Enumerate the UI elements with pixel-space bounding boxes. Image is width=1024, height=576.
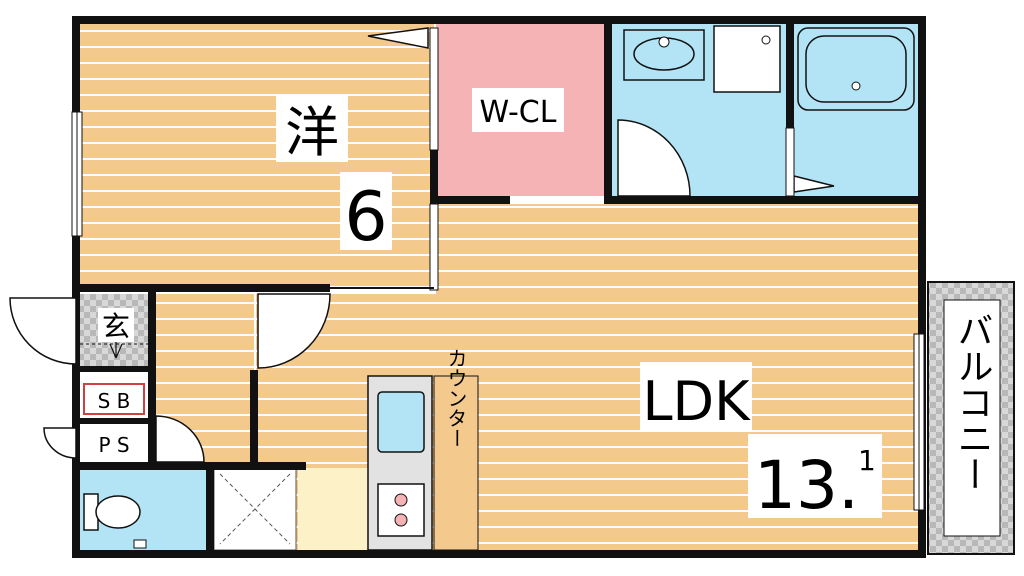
ldk-label-box	[640, 362, 752, 430]
closet-door-marker	[367, 27, 429, 49]
sb-label-box	[83, 383, 145, 415]
bathroom-door	[785, 127, 795, 197]
hall-floor-small	[298, 468, 368, 550]
washroom-door-swing	[617, 119, 691, 197]
sink-tap	[658, 36, 670, 48]
western-label-box	[276, 96, 348, 162]
ldk-door-swing	[257, 293, 331, 369]
counter-label: カウンター	[444, 348, 468, 448]
ps-label: P S	[98, 433, 129, 457]
bathtub-drain	[851, 81, 861, 91]
ldk-size-sub: 1	[858, 444, 876, 477]
toilet-door-swing	[155, 415, 205, 463]
ps-door-swing	[43, 427, 77, 459]
closet-door	[429, 27, 439, 151]
toilet-bowl	[95, 495, 141, 529]
wcl-label: W-CL	[480, 95, 557, 130]
sliding-door-west	[429, 203, 439, 291]
bathtub-inner	[805, 35, 907, 103]
stove-burner-2	[394, 513, 408, 527]
ldk-label: LDK	[642, 370, 751, 433]
storage-x-line-2	[219, 473, 291, 545]
stove	[377, 483, 425, 537]
counter-bar	[433, 375, 479, 551]
kitchen-sink	[377, 391, 425, 453]
ldk-size-main: 13.	[754, 447, 859, 524]
interior-walls	[76, 24, 922, 554]
washing-machine-drain	[761, 35, 771, 45]
ps-label-box	[84, 428, 144, 458]
balcony-label: バルコニー	[952, 312, 993, 492]
washing-machine-space	[713, 25, 781, 93]
entrance-label-box	[98, 308, 134, 342]
sb-label: S B	[98, 389, 131, 413]
wcl-label-box	[472, 88, 564, 132]
western-room-size: 6	[344, 178, 387, 257]
balcony-inner	[943, 299, 1001, 537]
stove-burner-1	[394, 493, 408, 507]
entrance-door-swing	[9, 297, 77, 365]
entrance-label: 玄	[102, 310, 130, 343]
western-size-box	[340, 172, 392, 250]
ldk-size-box	[748, 434, 882, 518]
toilet-paper	[133, 539, 147, 549]
western-room-kanji: 洋	[285, 101, 339, 164]
